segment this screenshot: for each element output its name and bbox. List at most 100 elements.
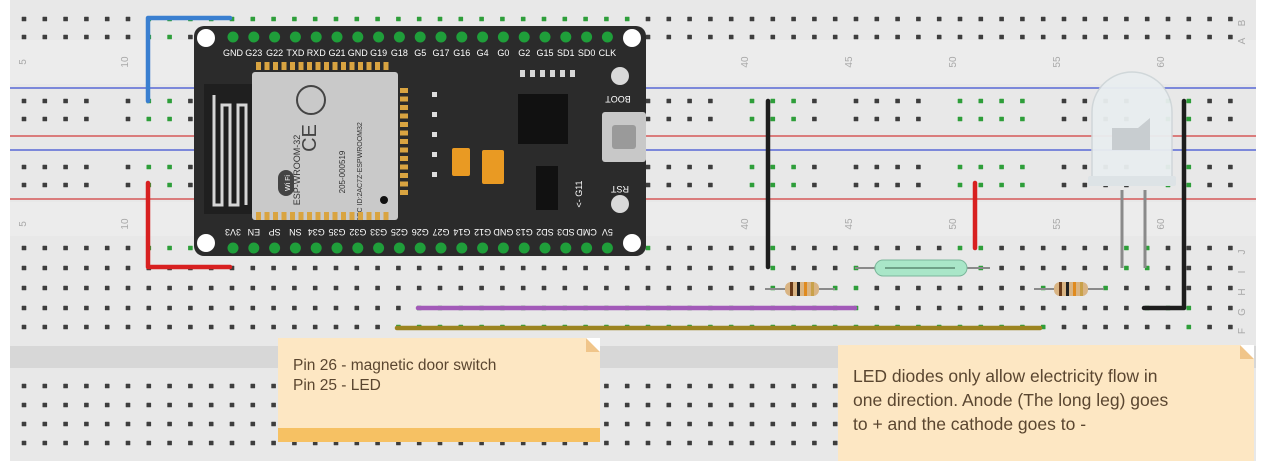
hole bbox=[416, 285, 422, 291]
hole bbox=[708, 285, 713, 291]
hole bbox=[1082, 265, 1088, 271]
hole bbox=[666, 285, 672, 291]
hole bbox=[895, 16, 900, 22]
hole-used bbox=[1186, 305, 1192, 311]
hole-used bbox=[645, 245, 651, 251]
note-led-polarity: LED diodes only allow electricity flow i… bbox=[838, 345, 1254, 461]
mounting-hole bbox=[197, 29, 215, 47]
hole bbox=[645, 402, 651, 408]
hole bbox=[895, 182, 900, 188]
hole bbox=[1186, 34, 1192, 40]
hole bbox=[728, 265, 734, 271]
hole bbox=[666, 98, 672, 104]
hole bbox=[125, 182, 131, 188]
hole bbox=[749, 383, 755, 389]
row-letter: B bbox=[1237, 19, 1248, 26]
hole bbox=[84, 305, 89, 311]
mounting-hole bbox=[623, 234, 641, 252]
hole bbox=[624, 402, 630, 408]
hole bbox=[42, 34, 48, 40]
hole bbox=[1061, 164, 1067, 170]
hole bbox=[146, 285, 152, 291]
hole bbox=[895, 164, 900, 170]
row-letter: G bbox=[1237, 308, 1248, 316]
hole bbox=[146, 305, 152, 311]
module-pad bbox=[366, 212, 372, 220]
column-number: 40 bbox=[740, 56, 751, 68]
header-pin bbox=[331, 242, 343, 254]
hole bbox=[666, 383, 672, 389]
hole bbox=[208, 305, 214, 311]
hole bbox=[708, 98, 713, 104]
hole bbox=[21, 383, 27, 389]
hole bbox=[21, 98, 27, 104]
hole bbox=[687, 182, 692, 188]
pin-label-bottom: 5V bbox=[602, 227, 613, 237]
hole bbox=[1228, 245, 1233, 251]
wifi-badge-text: Wi Fi bbox=[285, 175, 292, 191]
hole bbox=[895, 285, 900, 291]
hole bbox=[853, 164, 859, 170]
hole bbox=[666, 440, 672, 446]
module-pad bbox=[341, 62, 346, 70]
mounting-hole bbox=[197, 234, 215, 252]
hole-used bbox=[1124, 265, 1129, 271]
hole bbox=[791, 383, 796, 389]
hole bbox=[874, 305, 880, 311]
pin1-dot bbox=[380, 196, 388, 204]
wire-red-3v3 bbox=[145, 180, 233, 270]
boot-button bbox=[611, 67, 629, 85]
hole bbox=[687, 98, 692, 104]
hole bbox=[874, 116, 880, 122]
wire-blue-gnd bbox=[145, 15, 233, 104]
hole-used bbox=[749, 116, 755, 122]
hole bbox=[812, 245, 817, 251]
hole bbox=[1144, 16, 1150, 22]
hole bbox=[604, 421, 609, 427]
hole-used bbox=[999, 98, 1004, 104]
hole bbox=[708, 383, 713, 389]
hole-used bbox=[167, 245, 172, 251]
hole-used bbox=[978, 98, 984, 104]
module-pad bbox=[400, 130, 408, 136]
hole bbox=[832, 421, 838, 427]
hole-used bbox=[1186, 182, 1192, 188]
note-line: one direction. Anode (The long leg) goes bbox=[853, 390, 1169, 410]
pin-label-top: GND bbox=[348, 48, 369, 58]
header-pin bbox=[393, 31, 405, 43]
hole bbox=[666, 402, 672, 408]
header-pin bbox=[601, 242, 613, 254]
hole bbox=[42, 265, 48, 271]
hole-used bbox=[957, 164, 963, 170]
hole bbox=[1207, 98, 1212, 104]
hole bbox=[791, 265, 796, 271]
hole bbox=[1020, 265, 1025, 271]
hole bbox=[708, 34, 713, 40]
hole bbox=[84, 421, 89, 427]
hole bbox=[749, 34, 755, 40]
hole bbox=[500, 285, 505, 291]
hole bbox=[104, 402, 110, 408]
hole bbox=[63, 182, 68, 188]
smd-component bbox=[432, 92, 437, 97]
header-pin bbox=[352, 242, 364, 254]
module-pad bbox=[264, 62, 270, 70]
hole bbox=[583, 265, 588, 271]
hole bbox=[895, 98, 900, 104]
ce-mark: CE bbox=[299, 124, 321, 152]
hole bbox=[791, 34, 796, 40]
hole bbox=[104, 34, 110, 40]
hole bbox=[874, 16, 880, 22]
hole bbox=[21, 285, 27, 291]
hole bbox=[770, 16, 776, 22]
module-pad bbox=[400, 164, 408, 170]
hole bbox=[770, 440, 776, 446]
hole bbox=[728, 16, 734, 22]
hole bbox=[916, 305, 921, 311]
hole bbox=[645, 383, 651, 389]
header-pin bbox=[477, 31, 489, 43]
hole-used bbox=[1103, 285, 1108, 291]
header-pin bbox=[373, 31, 385, 43]
hole bbox=[999, 245, 1004, 251]
module-pad bbox=[290, 212, 295, 220]
